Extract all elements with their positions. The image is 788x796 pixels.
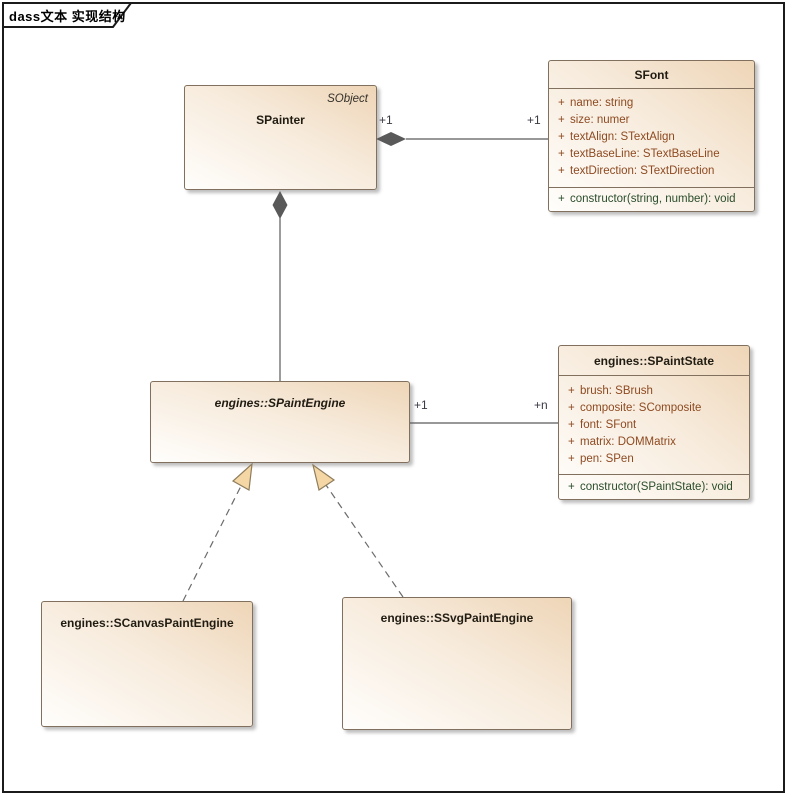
- operations-compartment: +constructor(string, number): void: [549, 188, 754, 208]
- attribute: +pen: SPen: [568, 453, 634, 465]
- stereotype-label: SObject: [327, 93, 368, 105]
- operation: +constructor(string, number): void: [558, 193, 736, 205]
- class-scanvaspaintengine[interactable]: engines::SCanvasPaintEngine: [41, 601, 253, 727]
- operation: +constructor(SPaintState): void: [568, 481, 733, 493]
- attribute: +composite: SComposite: [568, 402, 702, 414]
- class-name-sfont: SFont: [634, 67, 669, 82]
- attribute: +textDirection: STextDirection: [558, 165, 715, 177]
- class-name-spaintstate: engines::SPaintState: [593, 353, 715, 368]
- diagram-tab-shape: [2, 2, 133, 28]
- attributes-compartment: +brush: SBrush +composite: SComposite +f…: [559, 376, 749, 475]
- attribute: +size: numer: [558, 114, 630, 126]
- multiplicity-font-end: +1: [527, 113, 541, 127]
- class-ssvgpaintengine[interactable]: engines::SSvgPaintEngine: [342, 597, 572, 730]
- class-name-spaintengine: engines::SPaintEngine: [214, 396, 346, 410]
- attribute: +brush: SBrush: [568, 385, 653, 397]
- multiplicity-state-end: +n: [534, 398, 548, 412]
- attribute: +font: SFont: [568, 419, 637, 431]
- diagram-tab: dass文本 实现结构: [2, 2, 133, 28]
- class-spainter[interactable]: SObject SPainter: [184, 85, 377, 190]
- multiplicity-engine-end: +1: [414, 398, 428, 412]
- attribute: +name: string: [558, 97, 634, 109]
- class-spaintstate[interactable]: engines::SPaintState +brush: SBrush +com…: [558, 345, 750, 500]
- class-name-ssvgpaintengine: engines::SSvgPaintEngine: [380, 611, 534, 625]
- operations-compartment: +constructor(SPaintState): void: [559, 475, 749, 496]
- attribute: +textBaseLine: STextBaseLine: [558, 148, 720, 160]
- class-name-scanvaspaintengine: engines::SCanvasPaintEngine: [60, 616, 234, 630]
- diagram-title: dass文本 实现结构: [9, 9, 126, 24]
- attributes-compartment: +name: string +size: numer +textAlign: S…: [549, 89, 754, 188]
- attribute: +textAlign: STextAlign: [558, 131, 675, 143]
- multiplicity-painter-end: +1: [379, 113, 393, 127]
- attribute: +matrix: DOMMatrix: [568, 436, 676, 448]
- class-sfont[interactable]: SFont +name: string +size: numer +textAl…: [548, 60, 755, 212]
- class-name-spainter: SPainter: [256, 113, 305, 127]
- class-spaintengine[interactable]: engines::SPaintEngine: [150, 381, 410, 463]
